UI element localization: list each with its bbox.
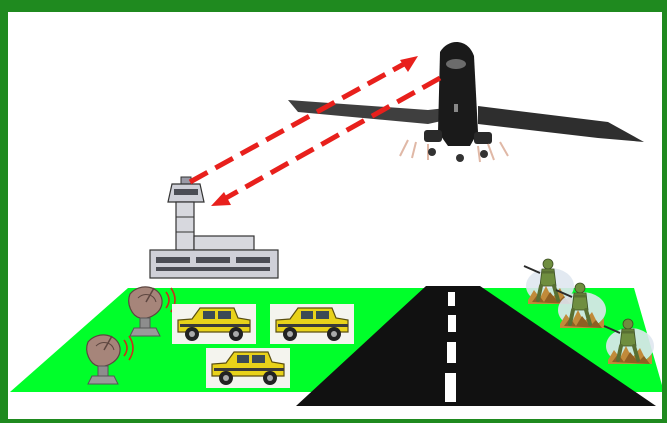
dashed-arrow-pair (190, 56, 440, 206)
jeep-icon (206, 348, 290, 388)
airfield-diagram (8, 12, 662, 419)
arrowhead-up-icon (400, 56, 418, 72)
airplane-icon (288, 42, 644, 162)
control-tower-icon (150, 177, 278, 278)
diagram-canvas (8, 12, 662, 419)
jeep-icon (270, 304, 354, 344)
jeep-icon (172, 304, 256, 344)
